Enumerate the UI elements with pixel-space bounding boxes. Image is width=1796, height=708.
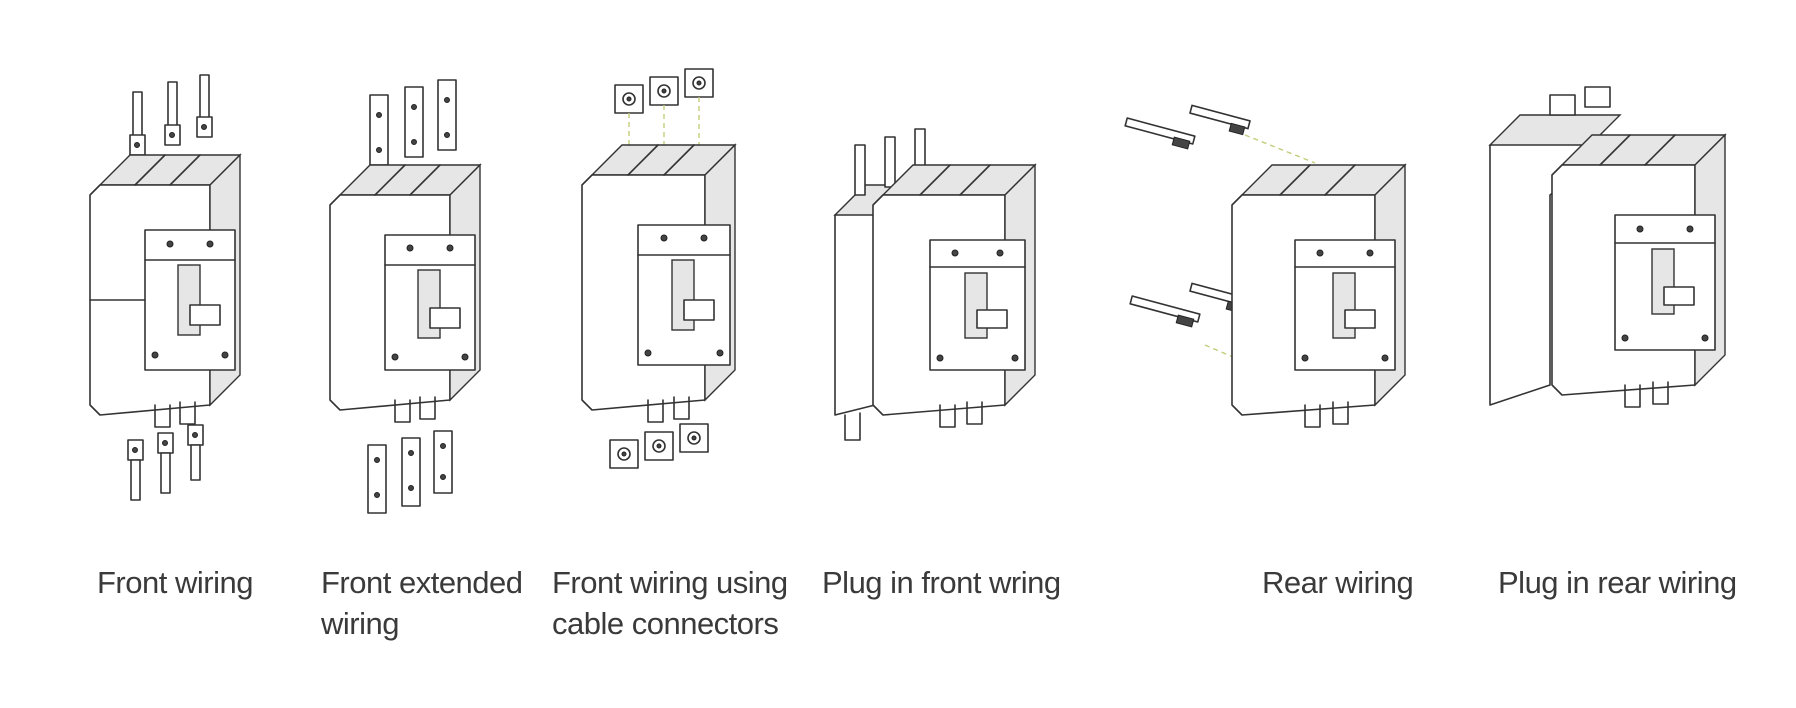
breaker-body <box>581 143 737 423</box>
caption-plug-in-front-wiring: Plug in front wring <box>822 565 1061 600</box>
breaker-body <box>1551 133 1727 408</box>
rear-studs-top <box>1124 104 1316 164</box>
top-extension-bars <box>369 79 457 166</box>
breaker-body <box>89 153 242 428</box>
bottom-extension-bars <box>367 430 453 514</box>
plug-in-rear-wiring-illustration <box>1488 55 1730 525</box>
rear-wiring-drawing <box>1124 104 1407 428</box>
front-wiring-cable-connectors-drawing <box>581 68 737 469</box>
plug-in-front-wiring-drawing <box>833 128 1037 441</box>
top-cable-lugs <box>129 74 213 156</box>
breaker-body <box>329 163 482 423</box>
bottom-cable-lugs <box>127 424 204 501</box>
plug-in-rear-wiring-drawing <box>1488 86 1727 408</box>
bottom-box-connectors <box>609 423 709 469</box>
caption-rear-wiring: Rear wiring <box>1262 565 1414 600</box>
front-wiring-illustration <box>89 55 280 525</box>
caption-front-wiring-cable-connectors: Front wiring using cable connectors <box>552 565 788 641</box>
top-box-connectors <box>614 68 714 165</box>
front-wiring-cable-connectors-illustration <box>580 55 780 525</box>
front-extended-wiring-illustration <box>329 55 520 525</box>
caption-plug-in-rear-wiring: Plug in rear wiring <box>1498 565 1737 600</box>
plug-in-base <box>833 128 926 441</box>
front-extended-wiring-drawing <box>329 79 482 514</box>
plug-in-front-wiring-illustration <box>833 55 1045 525</box>
breaker-body <box>1231 163 1407 428</box>
rear-wiring-illustration <box>1115 55 1415 525</box>
caption-front-wiring: Front wiring <box>97 565 253 600</box>
breaker-body <box>872 163 1037 428</box>
front-wiring-drawing <box>89 74 242 501</box>
plug-in-base <box>1488 86 1622 406</box>
caption-front-extended-wiring: Front extended wiring <box>321 565 523 641</box>
